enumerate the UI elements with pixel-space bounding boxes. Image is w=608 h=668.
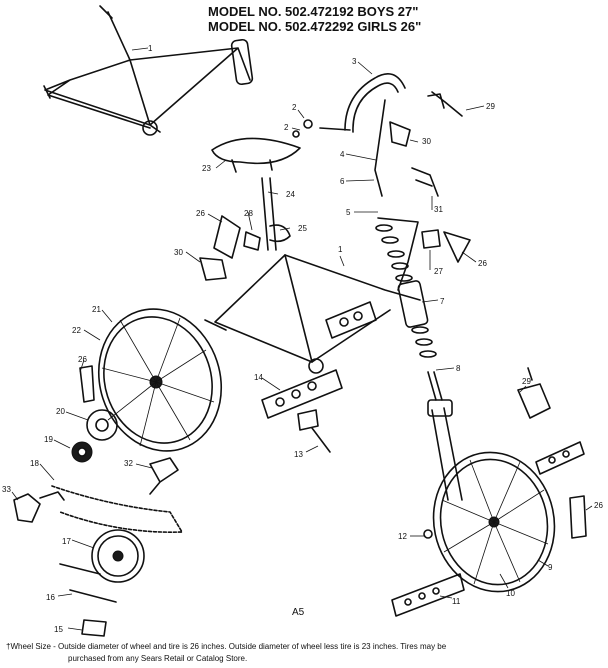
wheel-size-footnote: †Wheel Size - Outside diameter of wheel … [6, 641, 602, 665]
model-number-girls: MODEL NO. 502.472292 GIRLS 26" [208, 19, 422, 34]
callout-29-lower: 29 [522, 377, 531, 386]
callout-26-front-reflector: 26 [594, 501, 603, 510]
fork-drawing [427, 399, 463, 501]
misc-brackets-drawing [199, 215, 471, 281]
headset-stack-drawing [375, 217, 443, 401]
callout-20: 20 [56, 407, 65, 416]
callout-numbers: 1 1 2 2 3 4 5 6 7 8 9 10 11 12 13 14 15 … [2, 44, 603, 634]
callout-18: 18 [30, 459, 39, 468]
page-label: A5 [292, 607, 305, 618]
kickstand-drawing [297, 409, 331, 453]
footnote-line-1: †Wheel Size - Outside diameter of wheel … [6, 642, 447, 651]
callout-3: 3 [352, 57, 357, 66]
handlebar-drawing [292, 72, 406, 197]
callout-1-girls-frame: 1 [148, 44, 153, 53]
callout-30-lower: 30 [174, 248, 183, 257]
callout-19: 19 [44, 435, 53, 444]
callout-31: 31 [434, 205, 443, 214]
front-reflector-drawing [569, 495, 587, 539]
front-brake-drawing [517, 367, 551, 419]
callout-17: 17 [62, 537, 71, 546]
axle-parts-drawing [391, 441, 585, 617]
callout-5: 5 [346, 208, 351, 217]
callout-27: 27 [434, 267, 443, 276]
girls-frame-drawing [43, 5, 254, 136]
crankset-drawing [59, 529, 145, 637]
seat-post-drawing [261, 177, 277, 251]
callout-6: 6 [340, 177, 345, 186]
callout-10: 10 [506, 589, 515, 598]
callout-4: 4 [340, 150, 345, 159]
callout-22: 22 [72, 326, 81, 335]
callout-25: 25 [298, 224, 307, 233]
callout-13: 13 [294, 450, 303, 459]
model-number-boys: MODEL NO. 502.472192 BOYS 27" [208, 4, 419, 19]
callout-15: 15 [54, 625, 63, 634]
callout-24: 24 [286, 190, 295, 199]
front-wheel-drawing [432, 451, 556, 593]
boys-frame-drawing [204, 254, 429, 374]
callout-21: 21 [92, 305, 101, 314]
callout-23: 23 [202, 164, 211, 173]
callout-33: 33 [2, 485, 11, 494]
callout-16: 16 [46, 593, 55, 602]
callout-11: 11 [452, 597, 461, 606]
callout-9: 9 [548, 563, 553, 572]
derailleur-drawing [13, 457, 179, 523]
callout-14: 14 [254, 373, 263, 382]
callout-2-upper: 2 [292, 103, 297, 112]
saddle-drawing [211, 137, 301, 173]
callout-8: 8 [456, 364, 461, 373]
model-title: MODEL NO. 502.472192 BOYS 27" MODEL NO. … [208, 4, 421, 34]
callout-26-rear-reflector: 26 [78, 355, 87, 364]
callout-30-upper: 30 [422, 137, 431, 146]
callout-12: 12 [398, 532, 407, 541]
callout-26-right-bracket: 26 [478, 259, 487, 268]
rear-sprocket-drawing [71, 409, 118, 463]
levers-drawing [389, 91, 463, 197]
rear-wheel-drawing [79, 308, 223, 452]
callout-26-left-bracket: 26 [196, 209, 205, 218]
callout-29-upper: 29 [486, 102, 495, 111]
callout-1-boys-frame: 1 [338, 245, 343, 254]
footnote-line-2: purchased from any Sears Retail or Catal… [68, 654, 248, 663]
callout-7: 7 [440, 297, 445, 306]
callout-28: 28 [244, 209, 253, 218]
chain-drawing [51, 485, 183, 533]
bottom-bracket-drawing [261, 301, 377, 419]
leader-lines [11, 47, 593, 631]
callout-2-lower: 2 [284, 123, 289, 132]
callout-32: 32 [124, 459, 133, 468]
